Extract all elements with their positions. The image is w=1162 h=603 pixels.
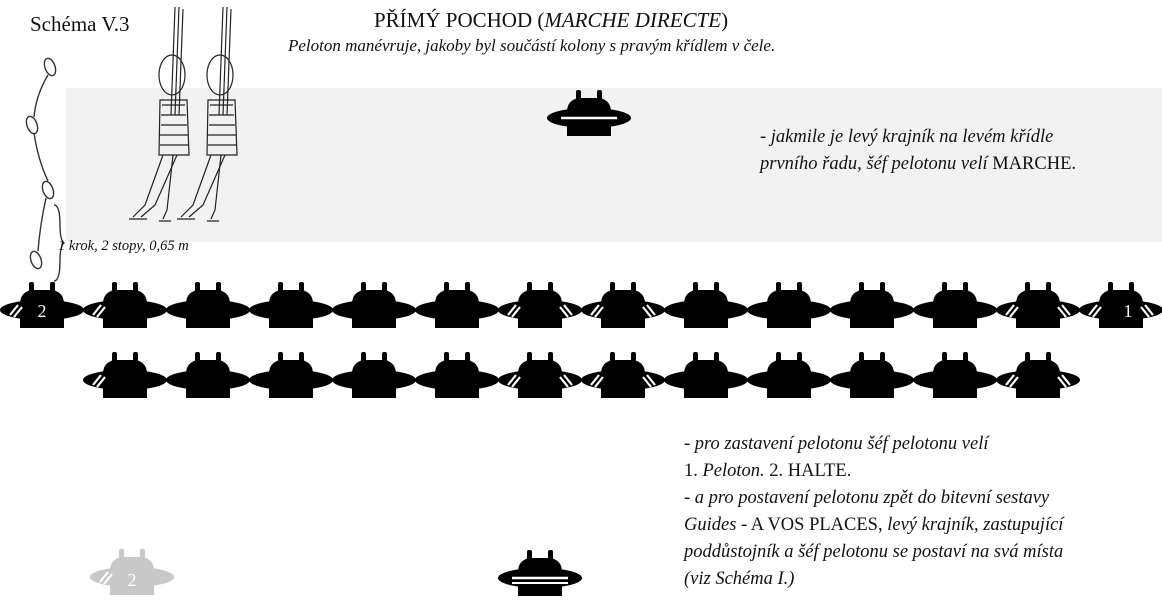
- step-length-label: 1 krok, 2 stopy, 0,65 m: [58, 238, 189, 254]
- step-brace: [53, 204, 66, 282]
- soldier: [83, 282, 167, 328]
- soldier: [166, 352, 250, 398]
- note-halt-l4b: - A VOS PLACES,: [736, 515, 883, 535]
- note-halt-line6: (viz Schéma I.): [684, 569, 795, 589]
- soldier: [913, 352, 997, 398]
- soldier: [498, 282, 582, 328]
- soldier: [996, 282, 1080, 328]
- page-subtitle: Peloton manévruje, jakoby byl součástí k…: [288, 36, 776, 55]
- note-march-line2-italic: prvního řadu, šéf pelotonu velí: [760, 154, 993, 174]
- note-march-line1: - jakmile je levý krajník na levém křídl…: [760, 127, 1054, 147]
- title-plain: PŘÍMÝ POCHOD (: [374, 8, 545, 32]
- soldier: [664, 282, 748, 328]
- soldier: [996, 352, 1080, 398]
- soldier: [747, 352, 831, 398]
- soldier: [830, 352, 914, 398]
- soldier: [415, 352, 499, 398]
- footprint-icon: [29, 250, 43, 270]
- note-march: - jakmile je levý krajník na levém křídl…: [760, 124, 1076, 178]
- ghost-soldier: 2: [90, 549, 174, 595]
- soldier: [581, 282, 665, 328]
- title-italic: MARCHE DIRECTE: [544, 8, 722, 32]
- officer-bottom: [498, 550, 582, 596]
- front-row: 2 1: [0, 282, 1162, 328]
- soldier: [415, 282, 499, 328]
- note-halt-l2b: Peloton.: [702, 461, 765, 481]
- note-halt-line3: - a pro postavení pelotonu zpět do bitev…: [684, 488, 1050, 508]
- soldier: [913, 282, 997, 328]
- note-march-command: MARCHE.: [992, 154, 1077, 174]
- note-march-line2: prvního řadu, šéf pelotonu velí MARCHE.: [760, 151, 1076, 178]
- schema-label: Schéma V.3: [30, 12, 130, 36]
- grenadier-figure: [129, 6, 190, 222]
- rear-row: [83, 352, 1080, 398]
- note-halt-l4c: levý krajník, zastupující: [882, 515, 1064, 535]
- grenadiers-illustration: [129, 6, 238, 222]
- soldier: [664, 352, 748, 398]
- soldier: [830, 282, 914, 328]
- soldier: [332, 282, 416, 328]
- note-halt-line1: - pro zastavení pelotonu šéf pelotonu ve…: [684, 434, 989, 454]
- soldier: [581, 352, 665, 398]
- label-1: 1: [1124, 301, 1133, 321]
- note-halt: - pro zastavení pelotonu šéf pelotonu ve…: [684, 431, 1063, 593]
- soldier-right-guide: [1079, 282, 1162, 328]
- soldier: [83, 352, 167, 398]
- soldier: [249, 352, 333, 398]
- footprint-icon: [41, 180, 55, 200]
- note-halt-line4: Guides - A VOS PLACES, levý krajník, zas…: [684, 512, 1063, 539]
- note-halt-l2a: 1.: [684, 461, 703, 481]
- note-halt-l4a: Guides: [684, 515, 737, 535]
- page-title: PŘÍMÝ POCHOD (MARCHE DIRECTE): [374, 8, 728, 33]
- grenadier-figure: [177, 6, 238, 222]
- note-halt-line2: 1. Peloton. 2. HALTE.: [684, 458, 1063, 485]
- soldier: [166, 282, 250, 328]
- soldier: [747, 282, 831, 328]
- label-2: 2: [38, 301, 47, 321]
- title-close: ): [721, 8, 729, 32]
- officer-top: [547, 90, 631, 136]
- ghost-label-2: 2: [128, 570, 137, 590]
- soldier: [332, 352, 416, 398]
- soldier: [498, 352, 582, 398]
- note-halt-l2c: 2. HALTE.: [764, 461, 852, 481]
- footprints-diagram: [25, 57, 66, 282]
- footprint-icon: [25, 115, 39, 135]
- note-halt-line5: poddůstojník a šéf pelotonu se postaví n…: [684, 542, 1064, 562]
- footprint-icon: [43, 57, 57, 77]
- soldier: [249, 282, 333, 328]
